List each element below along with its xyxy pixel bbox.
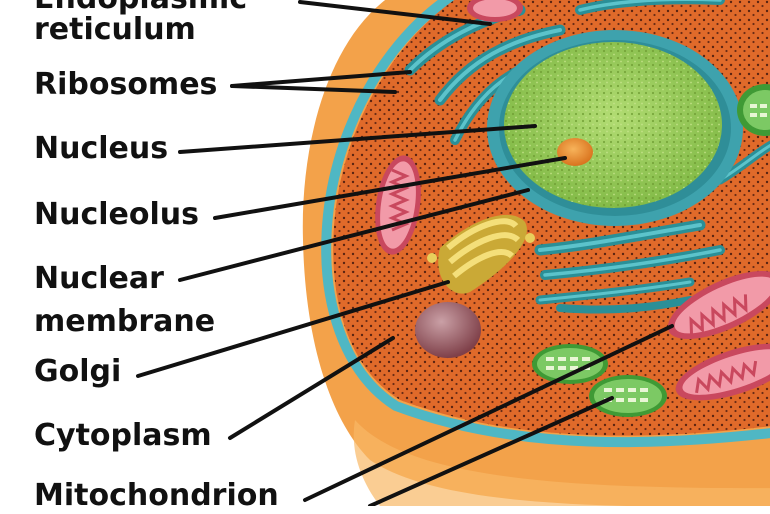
label-nucleus: Nucleus: [34, 131, 169, 166]
leader-line-ribosomes-1: [230, 70, 412, 88]
mitochondrion-right-lower: [675, 343, 770, 401]
label-endoplasmic-line2: reticulum: [34, 12, 196, 47]
leader-line-ribosomes-2: [230, 84, 397, 94]
leader-line-nuclear-membrane: [178, 188, 530, 282]
chloroplast-left: [532, 344, 608, 384]
mitochondrion-top: [467, 0, 523, 22]
cell-outer-highlight: [353, 420, 770, 506]
label-nuclear-line1: Nuclear: [34, 261, 164, 296]
leader-line-nucleolus: [213, 156, 567, 220]
label-nuclear-line2: membrane: [34, 304, 216, 339]
leader-line-mitochondrion: [303, 324, 674, 502]
leader-line-endoplasmic-reticulum: [298, 0, 492, 26]
label-cytoplasm: Cytoplasm: [34, 418, 212, 453]
label-endoplasmic-line1: Endoplasmic: [34, 0, 247, 17]
leader-line-cytoplasm: [228, 336, 395, 440]
label-ribosomes: Ribosomes: [34, 67, 218, 102]
label-mitochondrion: Mitochondrion: [34, 478, 279, 513]
nucleolus: [557, 138, 593, 166]
plasma-membrane: [321, 0, 770, 448]
leader-line-nucleus: [178, 124, 537, 154]
mitochondrion-right-upper: [667, 270, 770, 340]
chloroplast-right: [589, 375, 667, 417]
nucleus: [487, 30, 743, 226]
leader-lines: [136, 0, 674, 508]
leader-line-golgi: [136, 280, 450, 378]
golgi-apparatus: [427, 214, 535, 294]
leader-line-chloroplast: [368, 396, 614, 508]
label-golgi: Golgi: [34, 354, 122, 389]
label-nucleolus: Nucleolus: [34, 197, 199, 232]
chloroplast-edge: [737, 84, 770, 136]
vesicle: [415, 302, 481, 358]
